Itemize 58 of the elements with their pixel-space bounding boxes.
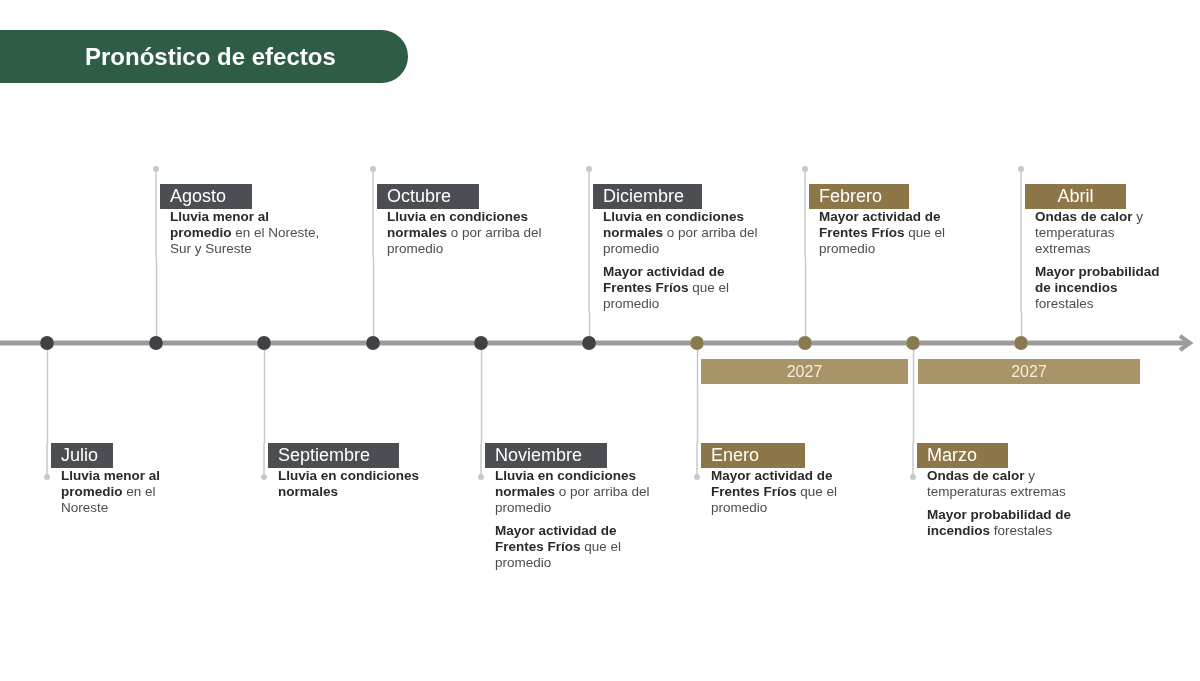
forecast-text: Lluvia en condiciones normales o por arriba del promedio bbox=[603, 209, 759, 257]
title-banner: Pronóstico de efectos bbox=[0, 30, 408, 83]
month-tag: Octubre bbox=[377, 184, 479, 209]
timeline-line bbox=[0, 340, 40, 346]
timeline-dot bbox=[257, 336, 271, 350]
timeline-line bbox=[163, 340, 257, 346]
forecast-text: Lluvia menor al promedio en el Noreste bbox=[61, 468, 162, 516]
timeline-dot bbox=[40, 336, 54, 350]
connector-line bbox=[46, 349, 49, 444]
connector-line bbox=[372, 256, 375, 337]
forecast-text: Lluvia menor al promedio en el Noreste, Sur y Sureste bbox=[170, 209, 320, 257]
connector-line bbox=[155, 256, 158, 337]
connector-line bbox=[1020, 311, 1023, 337]
timeline-line bbox=[488, 340, 582, 346]
timeline-line bbox=[271, 340, 366, 346]
forecast-text: Ondas de calor y temperaturas extremas bbox=[927, 468, 1067, 500]
forecast-text: Mayor actividad de Frentes Fríos que el promedio bbox=[819, 209, 947, 257]
month-tag: Septiembre bbox=[268, 443, 399, 468]
month-tag: Abril bbox=[1025, 184, 1126, 209]
timeline-dot bbox=[1014, 336, 1028, 350]
forecast-text: Lluvia en condiciones normales o por arriba del promedio bbox=[387, 209, 543, 257]
timeline-arrow bbox=[1028, 334, 1192, 352]
month-tag: Enero bbox=[701, 443, 805, 468]
connector-line bbox=[696, 349, 699, 444]
timeline-dot bbox=[582, 336, 596, 350]
month-tag: Julio bbox=[51, 443, 113, 468]
timeline-line bbox=[812, 340, 906, 346]
month-tag: Noviembre bbox=[485, 443, 607, 468]
connector-line bbox=[804, 256, 807, 337]
forecast-text: Mayor actividad de Frentes Fríos que el promedio bbox=[603, 264, 731, 312]
forecast-text: Ondas de calor y temperaturas extremas bbox=[1035, 209, 1145, 257]
timeline-dot bbox=[906, 336, 920, 350]
forecast-text: Mayor actividad de Frentes Fríos que el promedio bbox=[711, 468, 839, 516]
forecast-text: Lluvia en condiciones normales o por arriba del promedio bbox=[495, 468, 651, 516]
forecast-text: Mayor actividad de Frentes Fríos que el promedio bbox=[495, 523, 623, 571]
forecast-text: Lluvia en condiciones normales bbox=[278, 468, 421, 500]
month-tag: Diciembre bbox=[593, 184, 702, 209]
timeline-dot bbox=[474, 336, 488, 350]
connector-line bbox=[263, 349, 266, 444]
forecast-text: Mayor probabilidad de incendios forestales bbox=[1035, 264, 1161, 312]
forecast-text: Mayor probabilidad de incendios forestales bbox=[927, 507, 1073, 539]
connector-line bbox=[588, 311, 591, 337]
timeline-line bbox=[380, 340, 474, 346]
connector-line bbox=[480, 349, 483, 444]
month-tag: Febrero bbox=[809, 184, 909, 209]
year-bar: 2027 bbox=[701, 359, 908, 384]
timeline-dot bbox=[690, 336, 704, 350]
connector-line bbox=[912, 349, 915, 444]
timeline-line bbox=[920, 340, 1014, 346]
month-tag: Marzo bbox=[917, 443, 1008, 468]
timeline-line bbox=[704, 340, 798, 346]
timeline-dot bbox=[149, 336, 163, 350]
timeline-dot bbox=[798, 336, 812, 350]
year-bar: 2027 bbox=[918, 359, 1140, 384]
timeline-line bbox=[54, 340, 149, 346]
timeline-dot bbox=[366, 336, 380, 350]
month-tag: Agosto bbox=[160, 184, 252, 209]
timeline-line bbox=[596, 340, 690, 346]
